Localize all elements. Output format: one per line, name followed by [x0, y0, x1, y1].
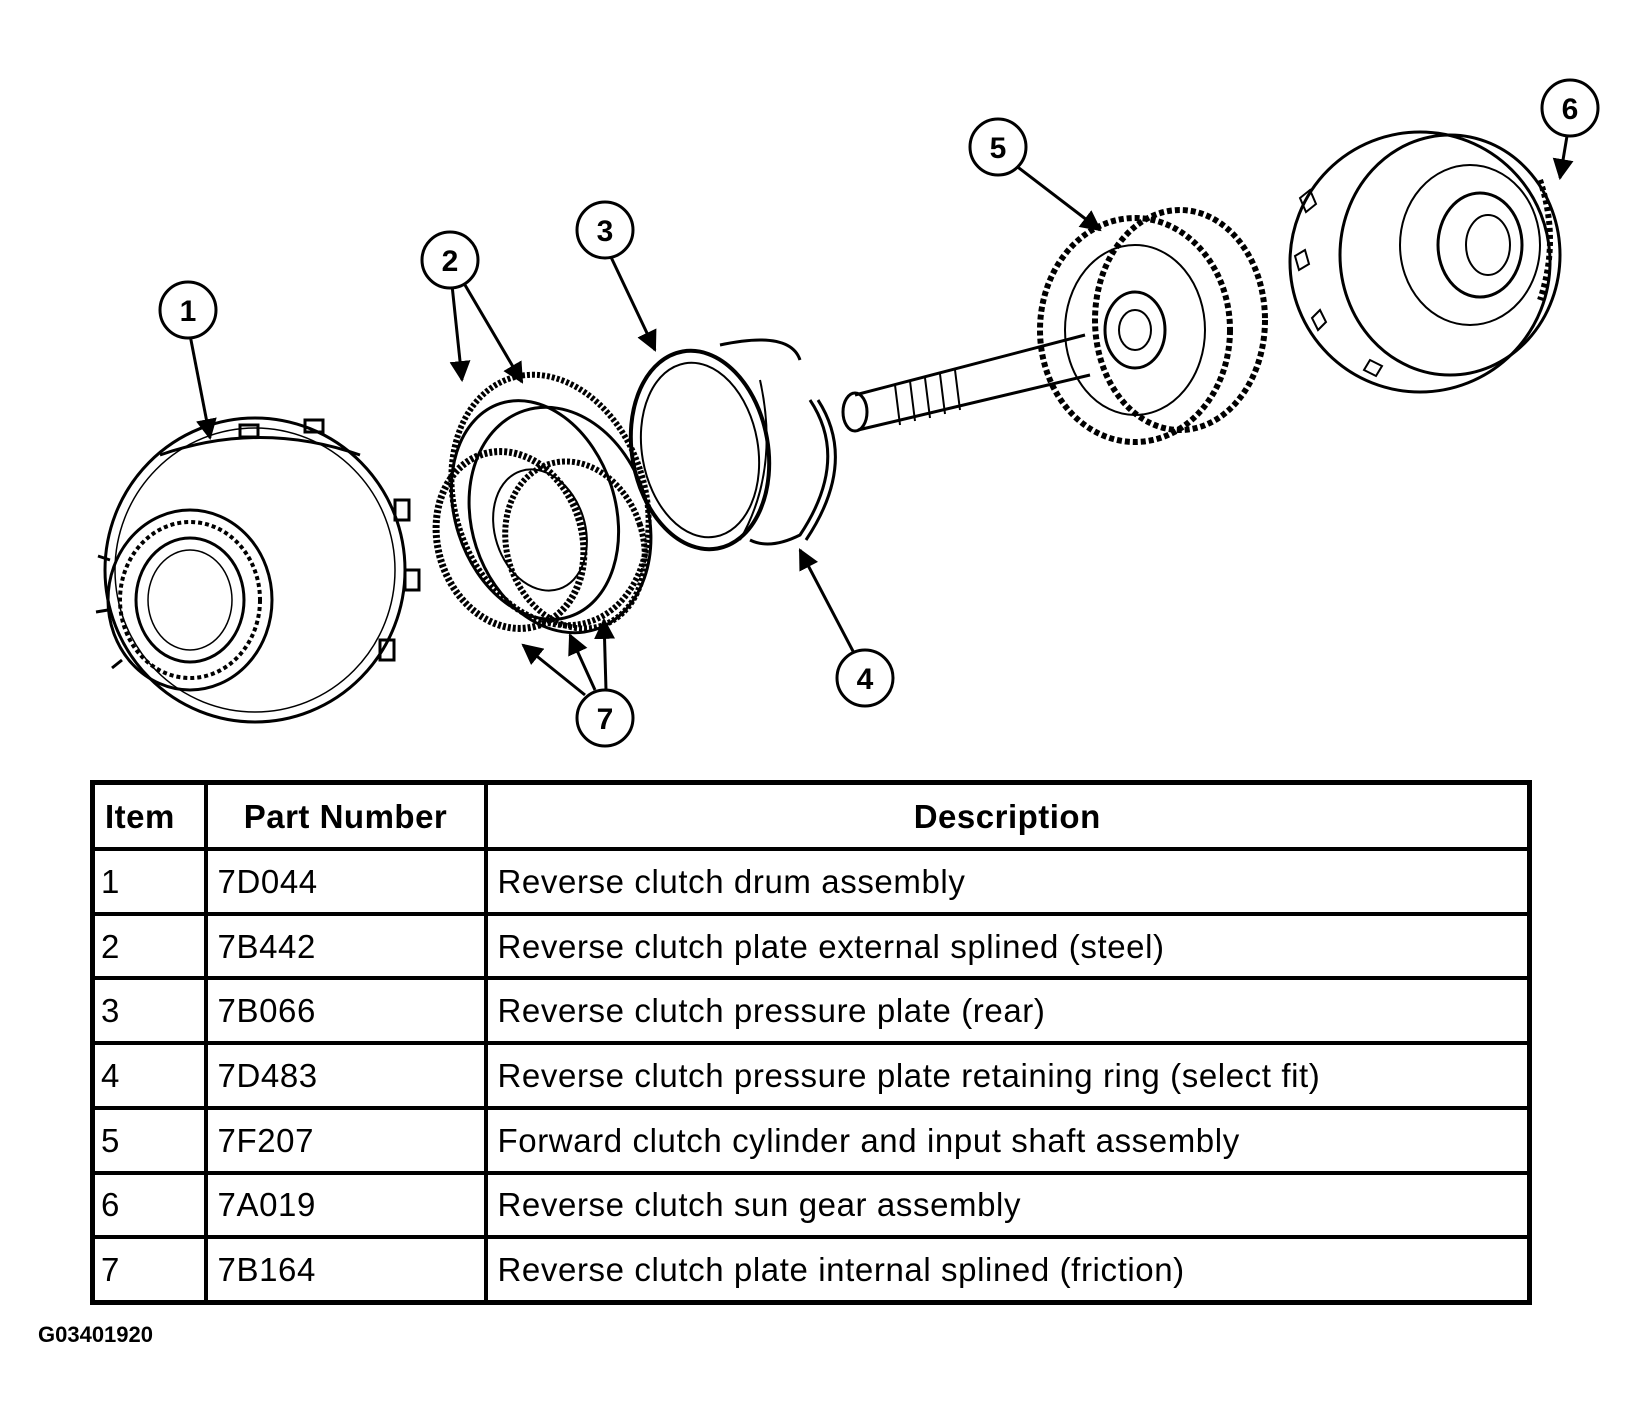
cell-item: 3 — [90, 976, 208, 1046]
table-row: 1 7D044 Reverse clutch drum assembly — [90, 847, 1532, 916]
parts-table: Item Part Number Description 1 7D044 Rev… — [90, 780, 1532, 1305]
cell-description: Forward clutch cylinder and input shaft … — [483, 1105, 1532, 1175]
header-item: Item — [90, 780, 208, 851]
table-row: 5 7F207 Forward clutch cylinder and inpu… — [90, 1105, 1532, 1175]
cell-item: 6 — [90, 1170, 208, 1240]
header-part-number: Part Number — [203, 780, 488, 851]
callout-5-label: 5 — [990, 132, 1007, 165]
cell-description: Reverse clutch drum assembly — [483, 847, 1532, 916]
cell-item: 4 — [90, 1041, 208, 1110]
cell-item: 7 — [90, 1235, 208, 1305]
table-row: 3 7B066 Reverse clutch pressure plate (r… — [90, 976, 1532, 1046]
table-row: 4 7D483 Reverse clutch pressure plate re… — [90, 1041, 1532, 1110]
figure-id: G03401920 — [38, 1322, 153, 1347]
callout-6-label: 6 — [1562, 93, 1579, 126]
part-4-retaining-ring — [749, 399, 837, 546]
header-description: Description — [483, 780, 1532, 851]
cell-part-number: 7D044 — [203, 847, 488, 916]
callout-1-label: 1 — [180, 295, 197, 328]
cell-description: Reverse clutch pressure plate retaining … — [483, 1041, 1532, 1110]
part-1-reverse-clutch-drum — [95, 416, 421, 724]
cell-part-number: 7D483 — [203, 1041, 488, 1110]
cell-part-number: 7B066 — [203, 976, 488, 1046]
callout-7-label: 7 — [597, 703, 614, 736]
cell-description: Reverse clutch sun gear assembly — [483, 1170, 1532, 1240]
cell-item: 2 — [90, 911, 208, 981]
part-3-pressure-plate — [628, 338, 802, 552]
callout-7: 7 — [575, 688, 635, 748]
cell-part-number: 7B442 — [203, 911, 488, 981]
part-5-input-shaft-assembly — [841, 207, 1268, 445]
table-row: 6 7A019 Reverse clutch sun gear assembly — [90, 1170, 1532, 1240]
callout-6: 6 — [1540, 78, 1600, 138]
callout-2-label: 2 — [442, 245, 459, 278]
table-header-row: Item Part Number Description — [90, 780, 1532, 851]
callout-4: 4 — [835, 648, 895, 708]
cell-description: Reverse clutch pressure plate (rear) — [483, 976, 1532, 1046]
cell-description: Reverse clutch plate external splined (s… — [483, 911, 1532, 981]
callout-4-label: 4 — [857, 663, 874, 696]
cell-part-number: 7F207 — [203, 1105, 488, 1175]
callout-3: 3 — [575, 200, 635, 260]
cell-item: 1 — [90, 847, 208, 916]
callout-2: 2 — [420, 230, 480, 290]
callout-3-label: 3 — [597, 215, 614, 248]
cell-part-number: 7B164 — [203, 1235, 488, 1305]
table-row: 7 7B164 Reverse clutch plate internal sp… — [90, 1235, 1532, 1305]
table-row: 2 7B442 Reverse clutch plate external sp… — [90, 911, 1532, 981]
leader-lines — [188, 129, 1574, 697]
callout-5: 5 — [968, 117, 1028, 177]
callout-1: 1 — [158, 280, 218, 340]
part-6-sun-gear-assembly — [1288, 130, 1562, 394]
cell-description: Reverse clutch plate internal splined (f… — [483, 1235, 1532, 1305]
part-2-7-clutch-plate-pack — [432, 371, 653, 635]
cell-part-number: 7A019 — [203, 1170, 488, 1240]
exploded-parts-diagram: 1 2 3 4 5 6 7 — [95, 78, 1600, 748]
cell-item: 5 — [90, 1105, 208, 1175]
